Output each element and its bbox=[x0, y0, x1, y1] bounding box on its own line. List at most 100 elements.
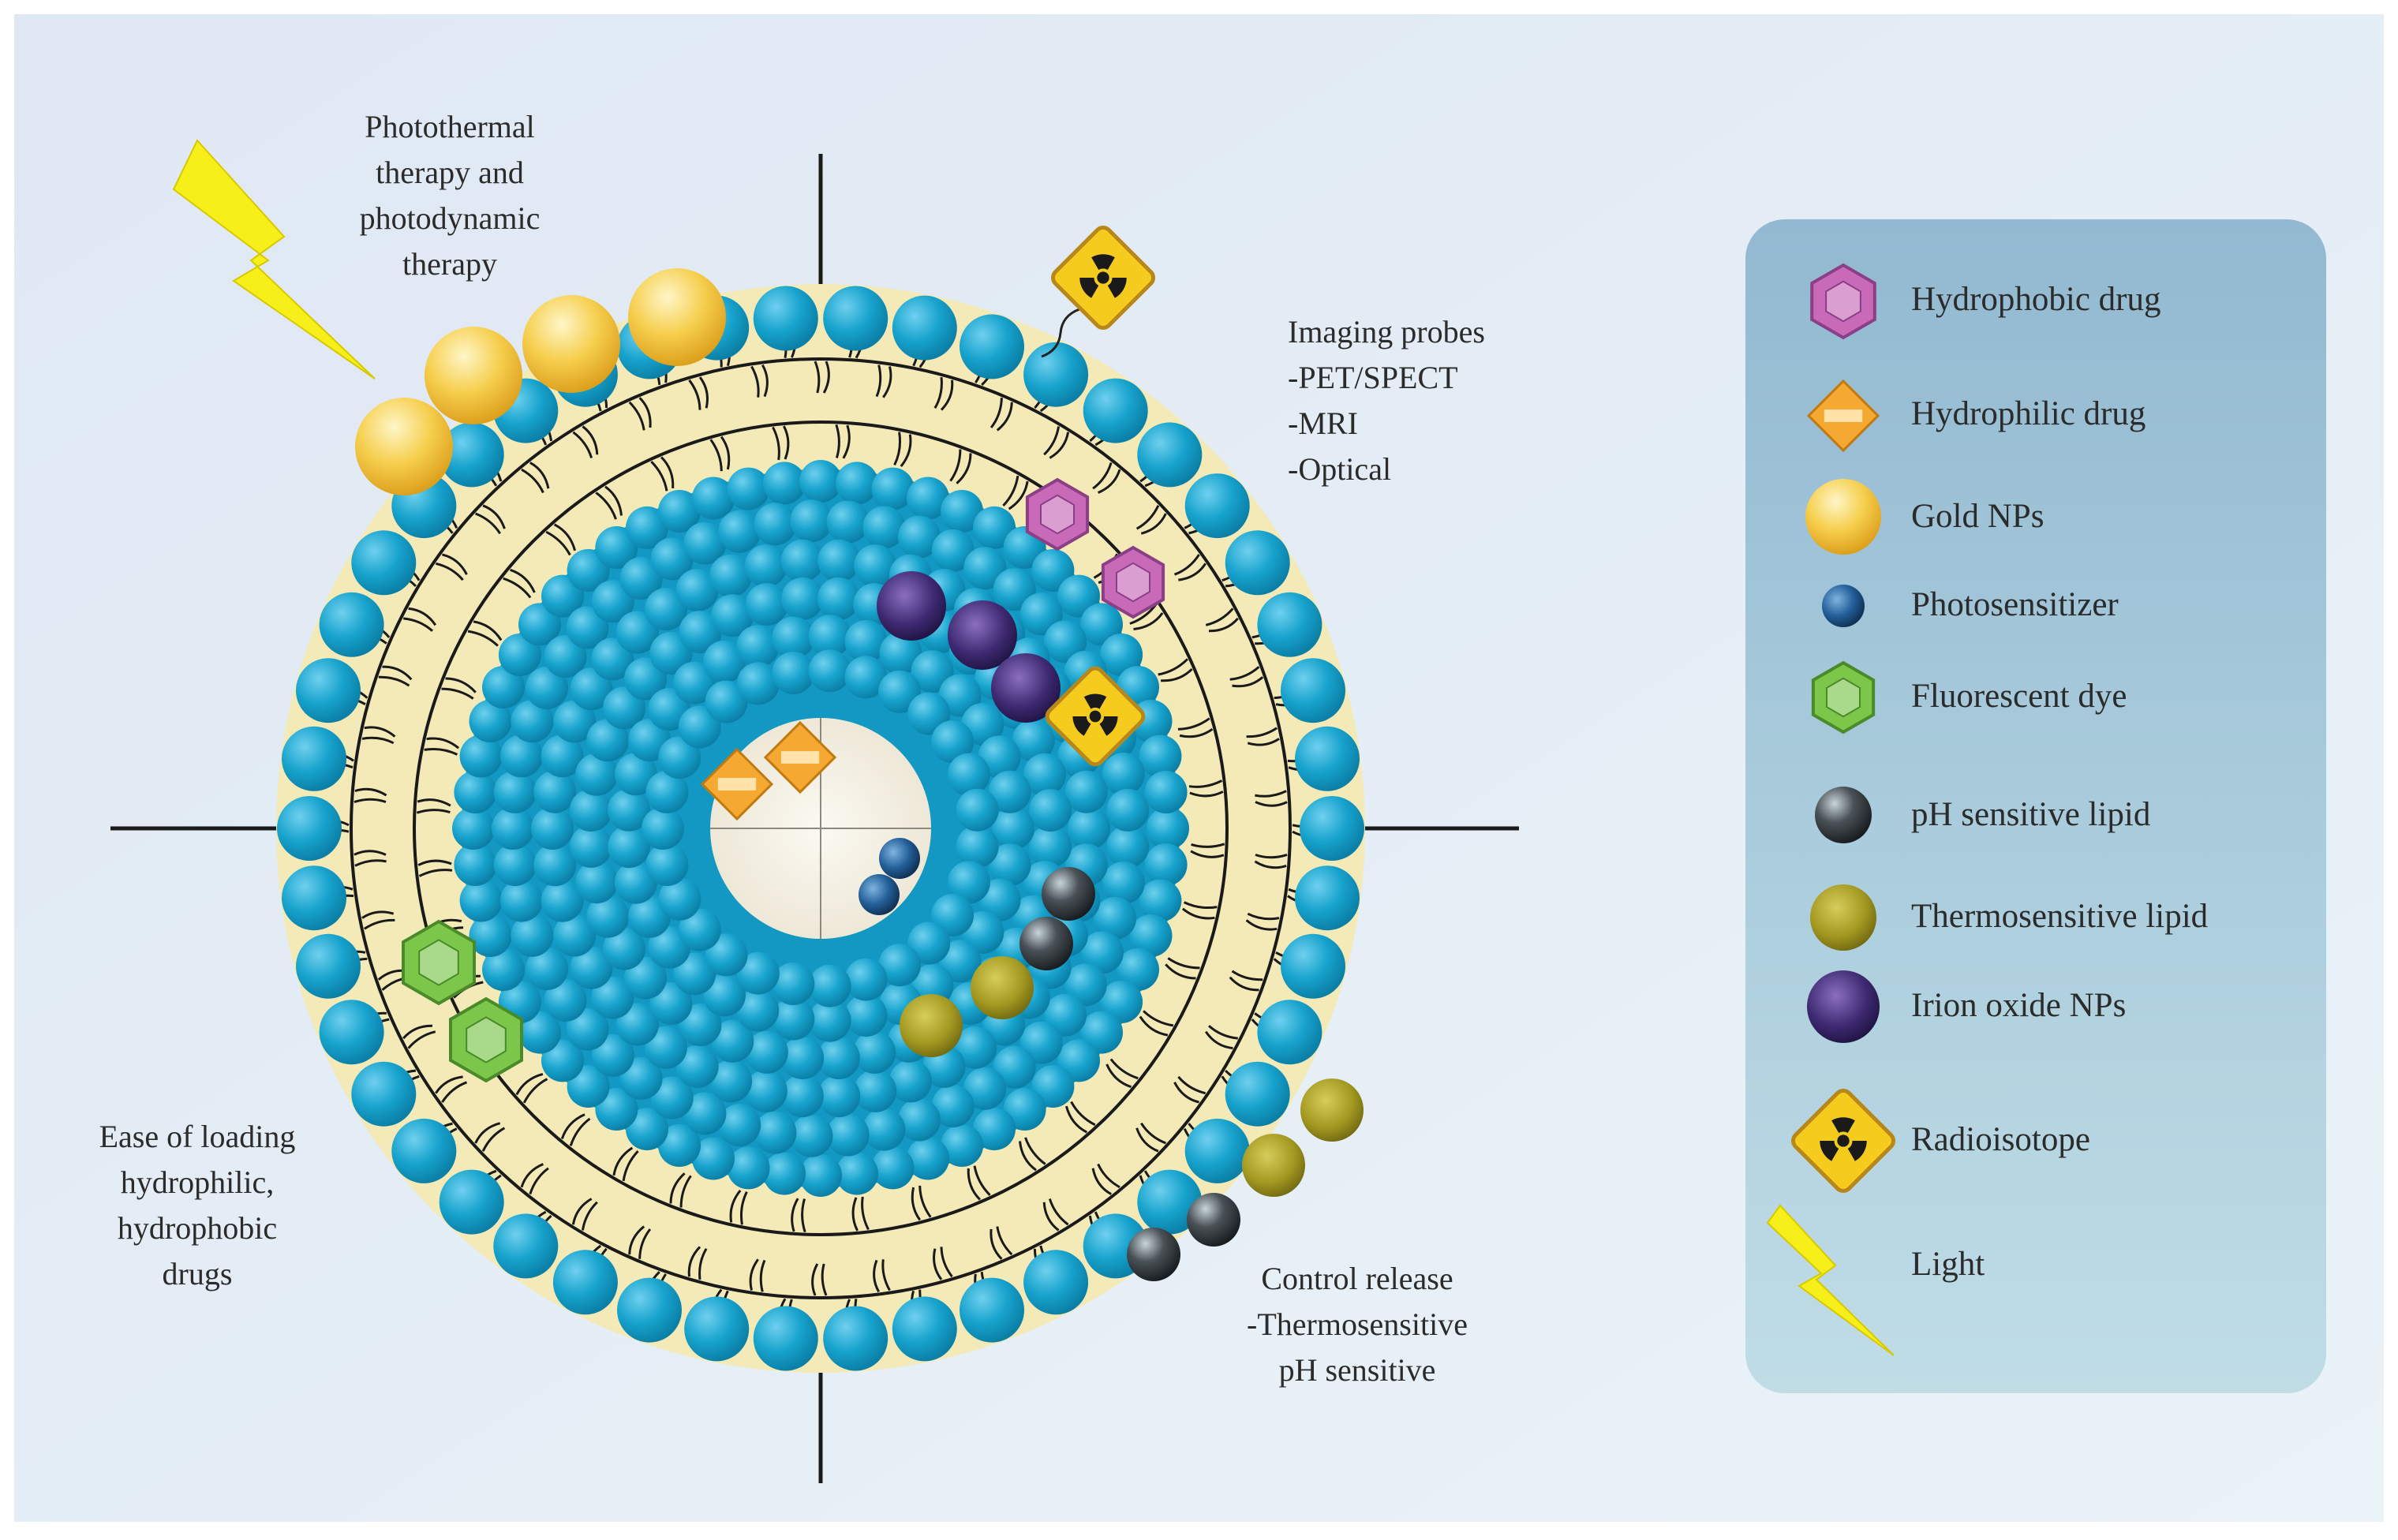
lipid-tail bbox=[949, 449, 962, 482]
inner-lipid-head bbox=[938, 674, 982, 717]
inner-lipid-head bbox=[790, 499, 833, 543]
outer-lipid-head bbox=[277, 796, 342, 861]
lipid-tail bbox=[402, 1024, 433, 1040]
lipid-tail bbox=[1092, 462, 1113, 490]
radioisotope-blade bbox=[1079, 278, 1099, 298]
inner-lipid-head bbox=[1102, 862, 1145, 904]
legend-panel bbox=[1745, 219, 2326, 1393]
lipid-tail bbox=[1183, 901, 1218, 910]
outer-lipid-head bbox=[960, 1277, 1024, 1343]
inner-lipid-head bbox=[808, 649, 851, 693]
diamond-band bbox=[717, 778, 757, 791]
lipid-tail bbox=[417, 859, 452, 866]
lipid-tail bbox=[990, 1228, 1003, 1260]
outer-lipid-head bbox=[552, 1250, 618, 1315]
lipid-tail bbox=[842, 424, 851, 459]
inner-lipid-head bbox=[567, 549, 610, 592]
inner-lipid-head bbox=[703, 640, 746, 683]
inner-lipid-head bbox=[603, 686, 645, 730]
annotation-line: hydrophilic, bbox=[120, 1164, 275, 1200]
inner-lipid-head bbox=[570, 946, 613, 989]
hexagon-facet bbox=[418, 939, 459, 986]
inner-lipid-head bbox=[888, 1060, 932, 1103]
inner-lipid-head bbox=[459, 734, 503, 778]
lipid-tail bbox=[669, 1172, 686, 1204]
inner-lipid-head bbox=[553, 914, 597, 957]
inner-lipid-head bbox=[658, 736, 701, 779]
inner-lipid-head bbox=[1057, 1039, 1100, 1082]
lipid-tail bbox=[475, 512, 501, 535]
lipid-tail bbox=[1161, 668, 1193, 682]
gold-np bbox=[355, 398, 453, 495]
outer-lipid-head bbox=[1184, 1118, 1250, 1183]
inner-lipid-head bbox=[533, 770, 577, 813]
lipid-tail bbox=[749, 1258, 759, 1291]
inner-lipid-head bbox=[511, 914, 554, 957]
inner-lipid-head bbox=[1080, 931, 1124, 974]
inner-lipid-head bbox=[566, 606, 609, 649]
radioisotope-blade bbox=[1099, 716, 1118, 736]
hexagon-facet bbox=[1825, 280, 1861, 323]
imaging-annotation: Imaging probes -PET/SPECT -MRI -Optical bbox=[1288, 309, 1485, 492]
inner-lipid-head bbox=[615, 611, 659, 654]
lipid-tail bbox=[1190, 850, 1225, 858]
lipid-tail bbox=[814, 361, 821, 394]
gold-np bbox=[628, 268, 726, 366]
lipid-tail bbox=[520, 1163, 544, 1188]
outer-lipid-head bbox=[1300, 796, 1364, 861]
lipid-tail bbox=[582, 425, 599, 455]
inner-lipid-head bbox=[1129, 914, 1173, 957]
inner-lipid-head bbox=[541, 1039, 584, 1082]
outer-lipid-head bbox=[1137, 422, 1203, 488]
outer-lipid-head bbox=[960, 314, 1024, 379]
lipid-tail bbox=[424, 747, 458, 756]
outer-lipid-head bbox=[823, 1306, 888, 1371]
inner-lipid-head bbox=[1106, 788, 1150, 832]
radioisotope-center bbox=[1837, 1134, 1850, 1147]
inner-lipid-head bbox=[675, 569, 719, 612]
inner-lipid-head bbox=[678, 908, 721, 951]
outer-lipid-head bbox=[493, 1213, 559, 1279]
lipid-tail bbox=[687, 1246, 701, 1277]
radioisotope-blade bbox=[1107, 278, 1127, 298]
inner-lipid-head bbox=[658, 1124, 701, 1167]
inner-lipid-head bbox=[744, 544, 787, 588]
radioisotope-blade bbox=[1091, 254, 1115, 271]
inner-lipid-head bbox=[493, 843, 537, 887]
outer-lipid-head bbox=[753, 1306, 818, 1371]
annotation-line: Photothermal bbox=[365, 109, 535, 144]
annotation-line: hydrophobic bbox=[117, 1210, 278, 1246]
lipid-tail bbox=[416, 809, 451, 814]
inner-lipid-head bbox=[907, 921, 951, 965]
inner-lipid-head bbox=[591, 580, 634, 623]
inner-lipid-head bbox=[1106, 825, 1150, 869]
inner-lipid-head bbox=[736, 625, 780, 668]
inner-lipid-head bbox=[772, 652, 815, 694]
inner-lipid-head bbox=[1139, 734, 1182, 778]
inner-lipid-head bbox=[1144, 843, 1188, 886]
lipid-tail bbox=[408, 607, 437, 626]
lipid-tail bbox=[521, 468, 544, 494]
outer-lipid-head bbox=[823, 286, 888, 351]
inner-lipid-head bbox=[941, 490, 983, 533]
lipid-tail bbox=[783, 425, 790, 460]
inner-lipid-head bbox=[973, 1108, 1016, 1151]
inner-lipid-head bbox=[683, 521, 727, 565]
inner-lipid-head bbox=[673, 661, 716, 705]
lipid-tail bbox=[1135, 505, 1160, 530]
inner-lipid-head bbox=[709, 1060, 753, 1103]
inner-lipid-head bbox=[454, 771, 497, 813]
outer-lipid-head bbox=[319, 592, 384, 657]
lipid-tail bbox=[612, 1146, 634, 1176]
lipid-tail bbox=[503, 577, 532, 599]
inner-lipid-head bbox=[511, 700, 554, 743]
inner-lipid-head bbox=[591, 1034, 634, 1077]
lipid-tail bbox=[354, 859, 387, 867]
inner-lipid-head bbox=[907, 477, 949, 520]
inner-lipid-head bbox=[907, 692, 951, 735]
annotation-line: -Thermosensitive bbox=[1247, 1306, 1468, 1342]
inner-lipid-head bbox=[911, 650, 954, 693]
inner-lipid-head bbox=[454, 843, 497, 886]
hexagon-facet bbox=[466, 1016, 507, 1063]
inner-lipid-head bbox=[1044, 620, 1087, 663]
